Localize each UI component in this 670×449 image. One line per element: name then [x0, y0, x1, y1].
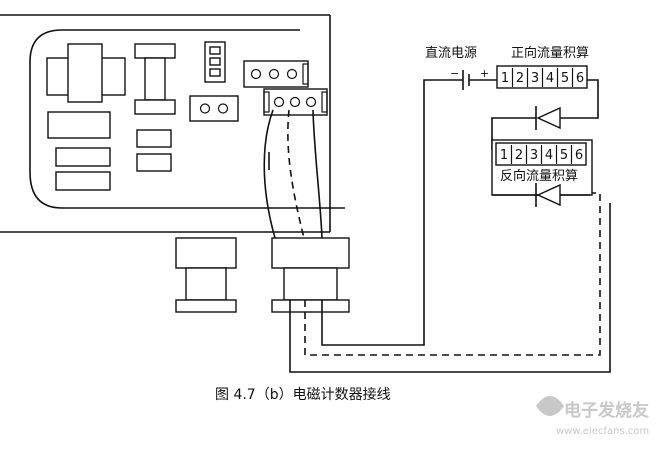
- gland-left-stem: [185, 267, 227, 301]
- terminal-number: 6: [575, 148, 583, 163]
- upper-screw-1: [250, 68, 262, 80]
- upper-block-end: [302, 63, 309, 85]
- internal-wires: [263, 109, 323, 239]
- terminal-number: 1: [501, 71, 509, 86]
- gland-right-stem: [283, 267, 338, 301]
- meter-housing: [0, 14, 345, 233]
- transformer-core: [67, 43, 103, 103]
- wire-outer-loop: [289, 203, 611, 373]
- terminal-number: 6: [576, 71, 584, 86]
- block-e: [136, 153, 172, 172]
- figure-caption: 图 4.7（b）电磁计数器接线: [215, 386, 391, 403]
- reverse-diode-triangle: [536, 183, 561, 207]
- watermark: 电子发烧友 www.elecfans.com: [536, 396, 649, 437]
- i-part-top: [134, 43, 176, 59]
- small-switch: [204, 41, 226, 83]
- housing-outer-frame: [0, 14, 331, 233]
- i-part-stem: [144, 57, 166, 101]
- wire-reverse-return-dashed: [304, 192, 601, 356]
- block-b: [55, 147, 111, 167]
- housing-inner-panel: [29, 29, 345, 209]
- upper-screw-2: [268, 68, 280, 80]
- internal-wire-2-dashed: [287, 109, 305, 239]
- gland-left: [175, 237, 237, 313]
- two-pin-body: [189, 95, 239, 122]
- switch-cell-2: [209, 57, 221, 66]
- terminal-number: 4: [545, 148, 553, 163]
- forward-label: 正向流量积算: [511, 45, 589, 61]
- terminal-block-upper: [243, 60, 309, 88]
- terminal-number: 5: [561, 71, 569, 86]
- forward-diode: [535, 106, 561, 130]
- gland-right: [271, 237, 350, 313]
- forward-return-right: [560, 79, 599, 119]
- lower-screw-3: [305, 96, 317, 108]
- gland-right-collar: [271, 237, 350, 269]
- terminal-number: 3: [531, 71, 539, 86]
- watermark-text: 电子发烧友: [564, 400, 649, 421]
- two-pin-screw-2: [217, 103, 229, 114]
- external-wires: [289, 79, 611, 373]
- left-blocks: [47, 111, 172, 191]
- gland-left-nut: [175, 299, 237, 313]
- i-part-bottom: [134, 99, 176, 115]
- forward-diode-triangle: [536, 106, 561, 130]
- block-c: [55, 171, 111, 191]
- upper-block-body: [243, 60, 309, 88]
- dc-power-label: 直流电源: [425, 46, 477, 61]
- dc-power-source: [462, 70, 497, 90]
- terminal-number: 2: [515, 148, 523, 163]
- two-pin-screw-1: [199, 103, 211, 114]
- upper-screw-3: [286, 68, 298, 80]
- terminal-number: 5: [560, 148, 568, 163]
- wire-to-dc-negative: [321, 79, 463, 346]
- gland-right-nut: [271, 299, 350, 313]
- transformer: [46, 43, 126, 103]
- switch-cell-1: [209, 46, 221, 55]
- lower-screw-1: [273, 96, 285, 108]
- terminal-number: 2: [516, 71, 524, 86]
- terminal-number: 1: [500, 148, 508, 163]
- internal-wire-3: [312, 109, 323, 239]
- reverse-label: 反向流量积算: [500, 168, 578, 184]
- block-a: [47, 111, 111, 139]
- block-d: [136, 129, 172, 148]
- internal-wire-1: [263, 109, 276, 239]
- terminal-number: 3: [530, 148, 538, 163]
- dc-minus-label: −: [450, 67, 459, 80]
- watermark-logo-icon: [536, 396, 564, 416]
- reverse-diode: [535, 183, 561, 207]
- gland-left-collar: [175, 237, 237, 269]
- terminal-block-lower: [263, 88, 328, 116]
- switch-cell-3: [209, 68, 221, 77]
- terminal-block-two-pin: [189, 95, 239, 122]
- dc-plus-label: +: [480, 67, 489, 80]
- lower-block-end-left: [263, 91, 270, 113]
- watermark-url: www.elecfans.com: [556, 426, 649, 437]
- i-shaped-part: [134, 43, 176, 115]
- lower-block-end-right: [321, 91, 328, 113]
- lower-screw-2: [289, 96, 301, 108]
- terminal-number: 4: [546, 71, 554, 86]
